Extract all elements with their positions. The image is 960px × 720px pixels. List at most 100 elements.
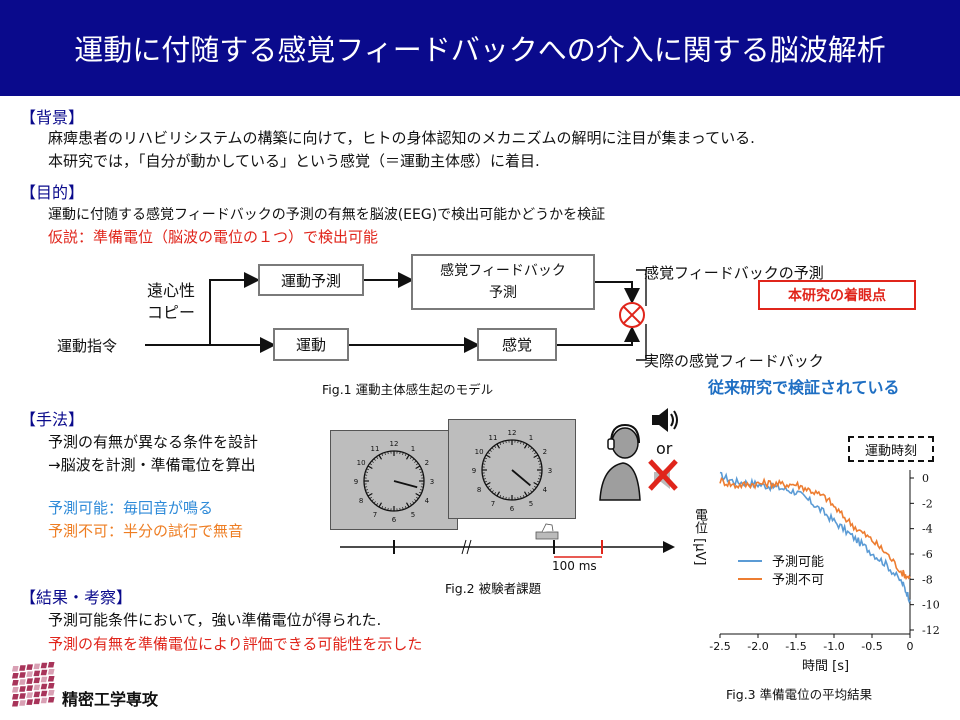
- logo-cell: [12, 687, 19, 693]
- clock-number: 8: [359, 497, 363, 505]
- clock-tick: [376, 456, 379, 459]
- page-title: 運動に付随する感覚フィードバックへの介入に関する脳波解析: [74, 33, 886, 67]
- chart-y-tick-label: -2: [922, 497, 933, 510]
- clock-tick: [494, 492, 497, 495]
- clock-tick: [387, 507, 389, 511]
- logo-cell: [33, 670, 41, 677]
- chart-x-tick-label: -1.0: [823, 640, 844, 653]
- clock-tick: [499, 442, 502, 446]
- clock-tick: [530, 490, 533, 493]
- chart-x-tick-label: -1.5: [785, 640, 806, 653]
- clock-number: 9: [354, 478, 358, 486]
- delay-label: 100 ms: [552, 559, 597, 573]
- clock-number: 5: [411, 511, 415, 519]
- clock-tick: [487, 452, 490, 455]
- logo-cell: [40, 676, 48, 683]
- clock-tick: [373, 458, 376, 461]
- clock-tick: [491, 490, 494, 493]
- clock-tick: [505, 496, 507, 500]
- department-logo-text: 精密工学専攻: [62, 690, 159, 709]
- clock-tick: [381, 453, 384, 457]
- clock-number: 10: [357, 459, 366, 467]
- clock-tick: [420, 471, 423, 473]
- clock-tick: [415, 492, 421, 497]
- logo-cell: [12, 694, 19, 700]
- clock-tick: [482, 475, 486, 477]
- clock-number: 5: [529, 500, 533, 508]
- chart-x-tick-label: -2.0: [747, 640, 768, 653]
- sensory-fb-prediction-label-2: 予測: [489, 285, 517, 301]
- predictable-condition: 予測可能：毎回音が鳴る: [48, 499, 214, 517]
- clock-tick: [369, 496, 372, 499]
- clock-tick: [538, 460, 541, 462]
- clock-tick: [533, 481, 539, 486]
- hypothesis-text: 仮説：準備電位（脳波の電位の１つ）で検出可能: [48, 228, 379, 246]
- logo-cell: [26, 699, 34, 705]
- clock-tick: [378, 502, 383, 508]
- clock-tick: [399, 451, 401, 455]
- fig3-caption: Fig.3 準備電位の平均結果: [726, 687, 873, 702]
- clock-tick: [367, 492, 373, 497]
- clock-tick: [483, 478, 486, 480]
- speaker-icon: [652, 408, 678, 432]
- logo-cell: [26, 692, 34, 698]
- clock-number: 4: [425, 497, 430, 505]
- department-logo-icon: [11, 662, 55, 707]
- clock-tick: [532, 488, 535, 491]
- clock-tick: [412, 458, 415, 461]
- logo-cell: [19, 686, 26, 692]
- clock-tick: [420, 489, 423, 491]
- clock-tick: [499, 494, 502, 498]
- predicted-fb-label: 感覚フィードバックの予測: [644, 264, 824, 282]
- logo-cell: [19, 672, 26, 678]
- clock-number: 4: [543, 486, 548, 494]
- logo-cell: [19, 700, 26, 706]
- legend-label-1: 予測可能: [772, 555, 824, 570]
- clock-tick: [489, 488, 492, 491]
- clock-tick: [420, 486, 424, 488]
- background-heading: 【背景】: [20, 108, 85, 127]
- clock-tick: [505, 440, 507, 444]
- logo-cell: [33, 663, 41, 670]
- clock-tick: [418, 491, 422, 494]
- motor-prediction-label: 運動予測: [280, 271, 341, 290]
- clock-tick: [365, 489, 368, 491]
- logo-cell: [40, 690, 48, 697]
- clock-tick: [502, 441, 504, 444]
- movement-time-annotation: 運動時刻: [848, 436, 934, 462]
- clock-tick: [489, 449, 492, 452]
- model-diagram-lines: [145, 269, 647, 361]
- chart-y-axis-label: 電位 [μV]: [692, 508, 707, 566]
- chart-x-tick-label: -2.5: [709, 640, 730, 653]
- clock-tick: [538, 475, 542, 477]
- clock-tick: [387, 451, 389, 455]
- clock-tick: [399, 507, 401, 511]
- head-with-headphones-icon: [599, 423, 641, 501]
- clock-tick: [483, 460, 486, 462]
- movement-time-label: 運動時刻: [864, 443, 917, 459]
- clock-tick: [384, 452, 386, 455]
- results-heading: 【結果・考察】: [20, 588, 133, 607]
- method-line-2: →脳波を計測・準備電位を算出: [48, 456, 256, 474]
- logo-cell: [11, 666, 19, 672]
- clock-tick: [365, 471, 368, 473]
- logo-cell: [47, 669, 55, 675]
- results-line-2: 予測の有無を準備電位により評価できる可能性を示した: [48, 635, 423, 653]
- background-line-2: 本研究では，「自分が動かしている」という感覚（＝運動主体感）に着目.: [48, 152, 540, 170]
- logo-cell: [47, 662, 55, 668]
- clock-number: 1: [529, 434, 533, 442]
- logo-cell: [19, 665, 26, 671]
- clock-number: 2: [543, 448, 547, 456]
- logo-cell: [33, 684, 41, 691]
- clock-tick: [366, 468, 370, 471]
- clock-number: 6: [392, 516, 397, 524]
- clock-tick: [494, 445, 497, 448]
- clock-tick: [532, 449, 535, 452]
- clock-tick: [534, 485, 537, 488]
- clock-hand: [393, 480, 418, 489]
- logo-cell: [33, 698, 41, 705]
- logo-cell: [47, 683, 55, 689]
